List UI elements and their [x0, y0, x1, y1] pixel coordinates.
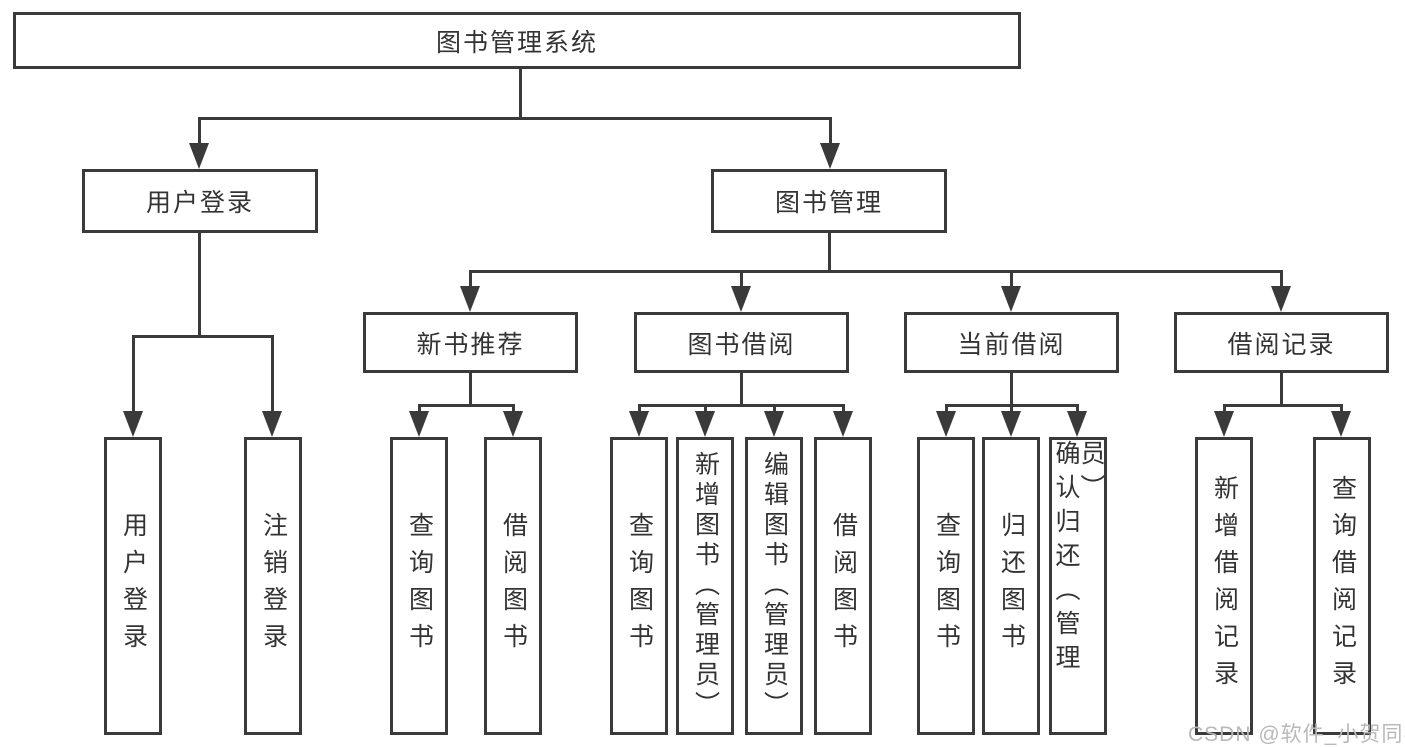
- leaf-add-borrow-record: 新增借阅记录: [1195, 437, 1253, 735]
- leaf-query-books: 查询图书: [610, 437, 668, 735]
- connector-line: [1280, 270, 1283, 288]
- connector-line: [773, 404, 776, 413]
- node-current-borrowing: 当前借阅: [904, 312, 1119, 373]
- node-new-book-recommendation: 新书推荐: [363, 312, 578, 373]
- leaf-return-books: 归还图书: [982, 437, 1040, 735]
- connector-line: [740, 373, 743, 406]
- connector-line: [1340, 404, 1343, 413]
- connector-line: [829, 117, 832, 145]
- connector-line: [512, 404, 515, 413]
- connector-line: [638, 404, 844, 407]
- node-user-login: 用户登录: [82, 169, 318, 233]
- arrow-down-icon: [409, 411, 429, 437]
- node-book-borrowing: 图书借阅: [634, 312, 849, 373]
- connector-line: [828, 233, 831, 273]
- connector-line: [638, 404, 641, 413]
- connector-line: [1010, 404, 1013, 413]
- leaf-confirm-return-admin: 确认归还（管理员）: [1049, 437, 1107, 735]
- leaf-borrow-books: 借阅图书: [814, 437, 872, 735]
- arrow-down-icon: [1067, 411, 1087, 437]
- arrow-down-icon: [1331, 411, 1351, 437]
- node-library-system: 图书管理系统: [13, 12, 1021, 69]
- connector-line: [740, 270, 743, 288]
- arrow-down-icon: [820, 143, 840, 169]
- leaf-query-borrow-record: 查询借阅记录: [1313, 437, 1371, 735]
- arrow-down-icon: [833, 411, 853, 437]
- arrow-down-icon: [731, 286, 751, 312]
- connector-line: [945, 404, 948, 413]
- csdn-watermark: CSDN @软件_小贺同学: [1188, 723, 1405, 746]
- connector-line: [519, 68, 522, 118]
- leaf-edit-book-admin: 编辑图书（管理员）: [745, 437, 803, 735]
- arrow-down-icon: [262, 411, 282, 437]
- arrow-down-icon: [936, 411, 956, 437]
- connector-line: [1010, 270, 1013, 288]
- arrow-down-icon: [123, 411, 143, 437]
- leaf-user-login: 用户登录: [104, 437, 162, 735]
- leaf-query-books: 查询图书: [917, 437, 975, 735]
- connector-line: [704, 404, 707, 413]
- connector-line: [469, 373, 472, 406]
- connector-line: [1280, 373, 1283, 406]
- arrow-down-icon: [1001, 411, 1021, 437]
- arrow-down-icon: [629, 411, 649, 437]
- connector-line: [418, 404, 515, 407]
- arrow-down-icon: [1001, 286, 1021, 312]
- connector-line: [132, 335, 274, 338]
- arrow-down-icon: [503, 411, 523, 437]
- node-book-management: 图书管理: [711, 169, 947, 233]
- connector-line: [418, 404, 421, 413]
- arrow-down-icon: [1214, 411, 1234, 437]
- connector-line: [469, 270, 472, 288]
- connector-line: [198, 117, 832, 120]
- connector-line: [842, 404, 845, 413]
- arrow-down-icon: [460, 286, 480, 312]
- node-borrowing-records: 借阅记录: [1174, 312, 1389, 373]
- connector-line: [469, 270, 1283, 273]
- leaf-logout: 注销登录: [244, 437, 302, 735]
- arrow-down-icon: [189, 143, 209, 169]
- connector-line: [1223, 404, 1226, 413]
- leaf-query-books: 查询图书: [390, 437, 448, 735]
- connector-line: [1223, 404, 1343, 407]
- connector-line: [271, 335, 274, 413]
- connector-line: [198, 117, 201, 145]
- connector-line: [1010, 373, 1013, 406]
- connector-line: [132, 335, 135, 413]
- connector-line: [1076, 404, 1079, 413]
- arrow-down-icon: [695, 411, 715, 437]
- connector-line: [198, 233, 201, 337]
- leaf-borrow-books: 借阅图书: [484, 437, 542, 735]
- arrow-down-icon: [1271, 286, 1291, 312]
- leaf-add-book-admin: 新增图书（管理员）: [676, 437, 734, 735]
- arrow-down-icon: [764, 411, 784, 437]
